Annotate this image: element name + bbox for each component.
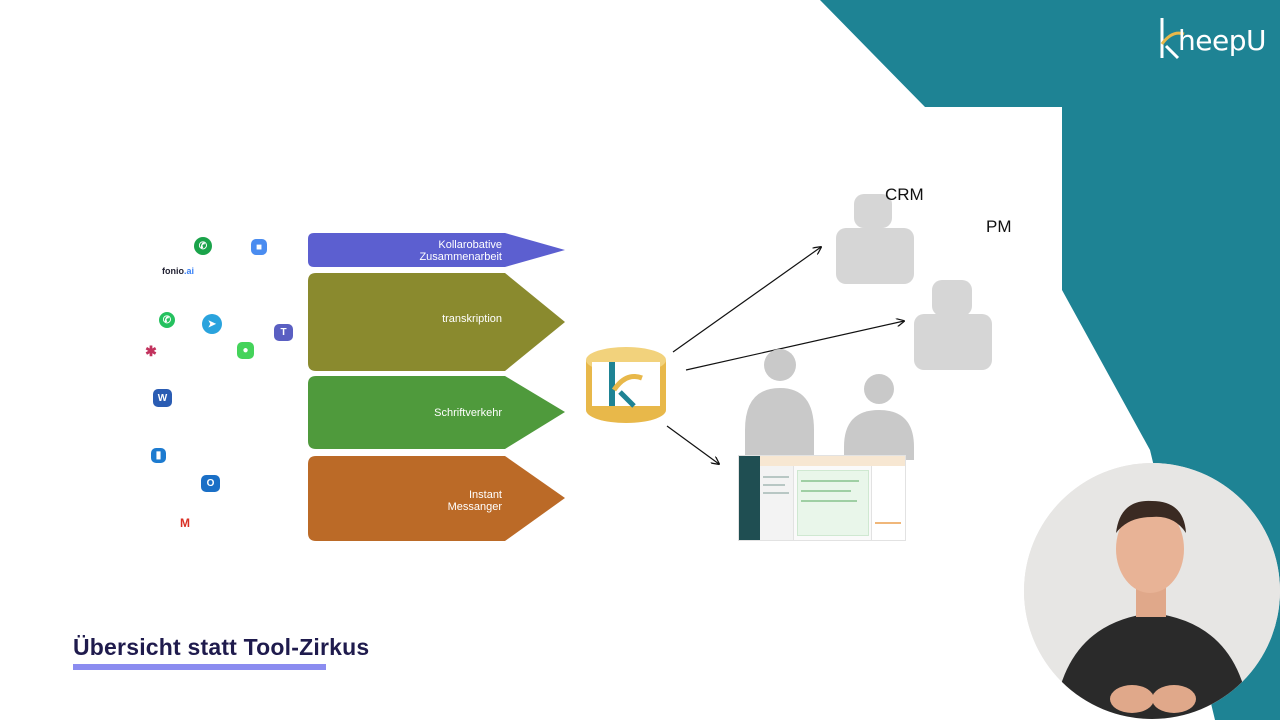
crm-label: CRM — [885, 185, 924, 204]
teams-icon: T — [274, 324, 293, 341]
connector-lines — [666, 235, 920, 475]
k-logo-icon — [1160, 18, 1185, 60]
app-topbar — [760, 456, 905, 466]
people-figures — [745, 194, 992, 460]
zoom-icon: ■ — [251, 239, 267, 255]
slack-icon: ✱ — [145, 342, 157, 359]
slide-title: Übersicht statt Tool-Zirkus — [73, 634, 370, 660]
arrow-instant-messenger — [308, 456, 565, 541]
category-arrows — [308, 233, 565, 541]
crm-person-icon — [836, 194, 914, 284]
team-person-right-icon — [844, 374, 914, 460]
arrow-transcription — [308, 273, 565, 371]
app-screenshot-thumbnail — [738, 455, 906, 541]
app-list-pane — [760, 456, 794, 540]
phone-call-icon: ✆ — [194, 237, 212, 255]
connector-to-app — [666, 425, 719, 464]
arrow-collaboration — [308, 233, 565, 267]
fonio-ai-logo: fonio.ai — [162, 266, 195, 276]
arrow-label-transcription: transkription — [442, 313, 502, 325]
word-icon: W — [153, 389, 172, 407]
telegram-icon: ➤ — [202, 314, 222, 334]
arrow-label-correspondence: Schriftverkehr — [434, 407, 502, 419]
imessage-icon: ● — [237, 342, 254, 359]
connector-to-crm — [672, 247, 821, 353]
pm-label: PM — [986, 217, 1012, 236]
arrow-correspondence — [308, 376, 565, 449]
title-underline — [73, 664, 326, 670]
teal-corner-shape — [820, 0, 1280, 720]
pm-person-icon — [914, 280, 992, 370]
kheepu-hub-icon — [586, 347, 666, 423]
connector-to-pm — [685, 321, 904, 371]
outlook-icon: O — [201, 475, 220, 492]
logo-text: heepU — [1178, 24, 1266, 57]
kheepu-logo: heepU — [1156, 14, 1272, 66]
trello-icon: ▮ — [151, 448, 166, 463]
whatsapp-icon: ✆ — [159, 312, 175, 328]
presenter-webcam — [1024, 463, 1280, 719]
app-sidebar — [739, 456, 760, 540]
app-right-pane — [871, 466, 905, 540]
presenter-avatar-icon — [1024, 463, 1280, 719]
gmail-icon: M — [180, 516, 190, 530]
team-person-left-icon — [745, 349, 814, 460]
